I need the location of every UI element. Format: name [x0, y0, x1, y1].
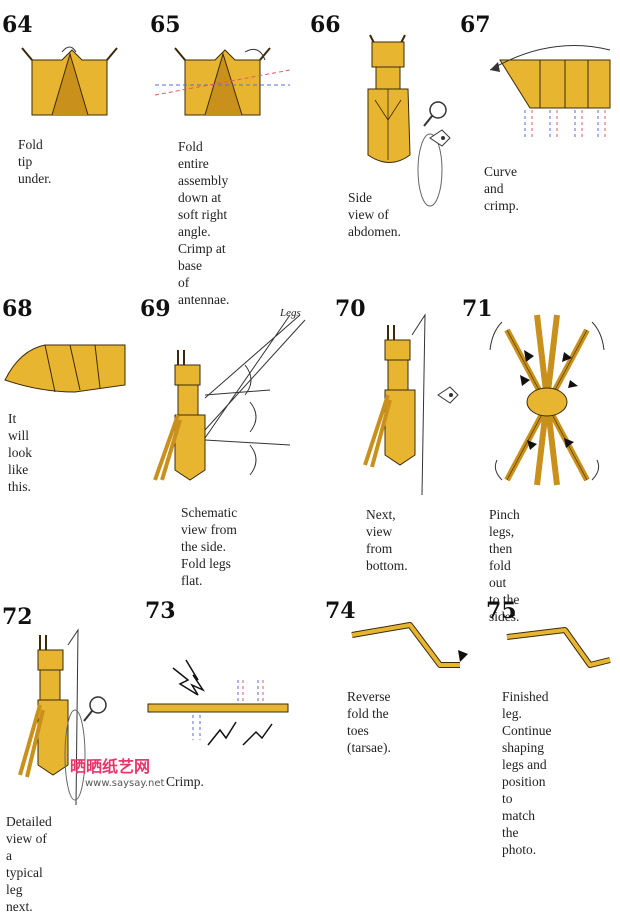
step-number: 66 — [310, 12, 341, 38]
step-number: 71 — [462, 296, 493, 322]
step-caption: Side view of abdomen. — [348, 190, 401, 239]
step-caption: Next, view from bottom. — [366, 507, 408, 573]
step-number: 75 — [486, 598, 517, 624]
step-68-illustration — [4, 344, 126, 393]
step-73-illustration — [147, 659, 289, 746]
step-number: 72 — [2, 604, 33, 630]
step-70-illustration — [363, 313, 459, 496]
step-number: 64 — [2, 12, 33, 38]
legs-label: Legs — [280, 307, 301, 319]
step-caption: Reverse fold the toes (tarsae). — [347, 689, 391, 755]
step-caption: Finished leg. Continue shaping legs and … — [502, 689, 552, 857]
step-caption: Schematic view from the side. Fold legs … — [181, 505, 238, 588]
step-number: 74 — [325, 598, 356, 624]
step-caption: Pinch legs, then fold out to the sides. — [489, 507, 520, 624]
step-number: 69 — [140, 296, 171, 322]
step-67-illustration — [489, 45, 611, 140]
step-number: 70 — [335, 296, 366, 322]
step-72-illustration — [18, 628, 107, 806]
step-66-illustration — [367, 34, 451, 207]
step-number: 65 — [150, 12, 181, 38]
step-number: 73 — [145, 598, 176, 624]
step-caption: Fold entire assembly down at soft right … — [178, 139, 230, 307]
step-caption: Crimp. — [166, 774, 204, 789]
step-caption: Detailed view of a typical leg next. — [6, 814, 52, 914]
step-65-illustration — [154, 47, 291, 116]
step-75-illustration — [506, 627, 611, 668]
watermark-url: www.saysay.net — [85, 778, 165, 789]
step-number: 68 — [2, 296, 33, 322]
watermark-title: 晒晒纸艺网 — [70, 757, 151, 776]
step-69-illustration — [153, 314, 306, 481]
step-74-illustration — [351, 622, 468, 668]
step-caption: It will look like this. — [8, 411, 33, 494]
step-number: 67 — [460, 12, 491, 38]
step-caption: Curve and crimp. — [484, 164, 519, 213]
step-caption: Fold tip under. — [18, 137, 52, 186]
step-64-illustration — [21, 46, 118, 116]
step-71-illustration — [489, 314, 605, 486]
